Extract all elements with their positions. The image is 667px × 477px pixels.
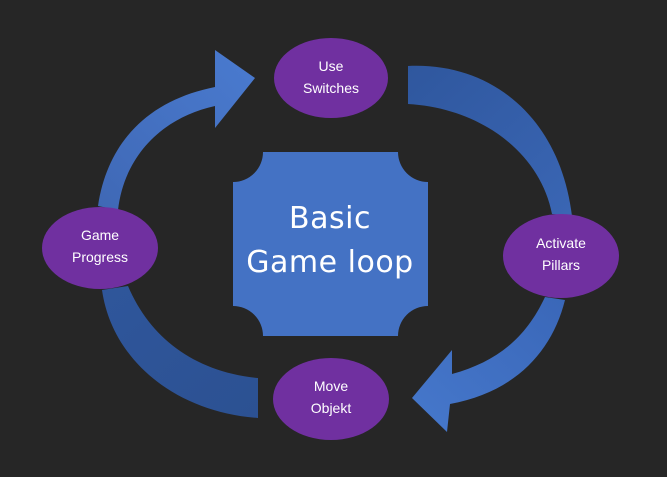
node-activate-pillars-line1: Activate [536, 235, 586, 251]
arrow-switches-to-pillars [408, 65, 572, 216]
node-game-progress-line2: Progress [72, 249, 128, 265]
node-game-progress: Game Progress [42, 207, 158, 289]
node-use-switches-line1: Use [319, 58, 344, 74]
arrow-progress-to-switches [98, 50, 255, 210]
node-move-objekt: Move Objekt [273, 358, 389, 440]
arrow-pillars-to-move [412, 297, 565, 432]
center-box [233, 152, 428, 336]
node-activate-pillars: Activate Pillars [503, 214, 619, 298]
center-title-line2: Game loop [246, 245, 413, 280]
node-game-progress-line1: Game [81, 227, 119, 243]
node-move-objekt-line1: Move [314, 378, 348, 394]
node-use-switches: Use Switches [274, 38, 388, 118]
center-title-line1: Basic [289, 201, 371, 236]
node-use-switches-line2: Switches [303, 80, 359, 96]
node-move-objekt-line2: Objekt [311, 400, 352, 416]
arrow-move-to-progress [102, 286, 258, 418]
node-activate-pillars-line2: Pillars [542, 257, 580, 273]
